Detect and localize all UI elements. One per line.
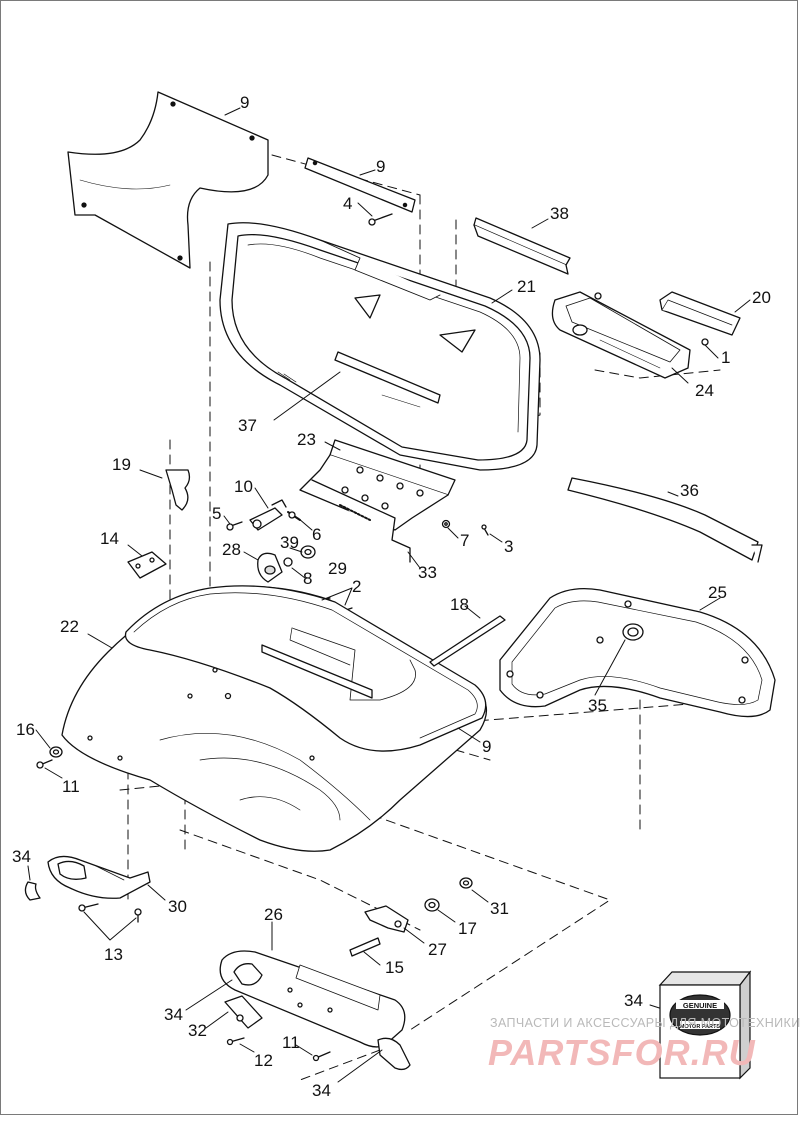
part-latch-30 [47, 855, 151, 899]
part-cap-20 [659, 291, 741, 336]
part-washer-16 [49, 746, 63, 758]
callout-30: 30 [168, 897, 187, 916]
callout-29: 29 [328, 559, 347, 578]
part-spring-17 [424, 898, 440, 912]
part-screw-11b [312, 1051, 331, 1062]
callout-21: 21 [517, 277, 536, 296]
callout-19: 19 [112, 455, 131, 474]
part-bag-22 [61, 585, 487, 852]
callout-34b: 34 [164, 1005, 183, 1024]
part-hinge-10 [249, 499, 287, 531]
callout-35: 35 [588, 696, 607, 715]
callout-31: 31 [490, 899, 509, 918]
part-bushing-29 [300, 545, 316, 559]
callout-2: 2 [352, 577, 361, 596]
callout-23: 23 [297, 430, 316, 449]
part-clip-34-left [24, 881, 41, 901]
callout-36: 36 [680, 481, 699, 500]
callout-5: 5 [212, 504, 221, 523]
callout-34c: 34 [312, 1081, 331, 1100]
part-strip-18 [429, 615, 506, 667]
part-clip-34-bottom [377, 1037, 411, 1071]
part-screws-13 [78, 903, 142, 923]
part-bolt-15 [349, 937, 381, 957]
callout-20: 20 [752, 288, 771, 307]
callout-1: 1 [721, 348, 730, 367]
part-screw-3 [481, 524, 489, 536]
part-washer-31 [459, 877, 473, 889]
part-clip-14 [127, 551, 167, 579]
callout-16: 16 [16, 720, 35, 739]
callout-6: 6 [312, 525, 321, 544]
callout-32: 32 [188, 1021, 207, 1040]
part-lid-21 [219, 222, 541, 471]
callout-34a: 34 [12, 847, 31, 866]
callout-27: 27 [428, 940, 447, 959]
part-spring-6 [287, 511, 301, 521]
part-bracket-23 [299, 439, 456, 563]
part-strip-37 [334, 351, 441, 404]
callout-14: 14 [100, 529, 119, 548]
part-plate-26 [219, 950, 406, 1048]
callout-38: 38 [550, 204, 569, 223]
part-gasket-19 [165, 469, 191, 511]
part-liner-top [67, 91, 269, 269]
leader-lines [27, 107, 751, 1083]
callout-9b: 9 [376, 157, 385, 176]
genuine-parts-box: GENUINE MOTOR PARTS [658, 970, 752, 1080]
callout-26: 26 [264, 905, 283, 924]
callout-24: 24 [695, 381, 714, 400]
callout-11a: 11 [62, 777, 80, 796]
callout-17: 17 [458, 919, 477, 938]
callout-11b: 11 [282, 1033, 300, 1052]
callout-18: 18 [450, 595, 469, 614]
callout-9c: 9 [482, 737, 491, 756]
callout-12: 12 [254, 1051, 273, 1070]
watermark-brand: PARTSFOR.RU [488, 1032, 756, 1073]
part-bracket-38 [473, 217, 571, 275]
part-weatherstrip-36 [567, 477, 763, 563]
watermark-subtitle: ЗАПЧАСТИ И АКСЕССУАРЫ ДЛЯ МОТОТЕХНИКИ [490, 1016, 800, 1030]
part-bracket-32 [224, 995, 263, 1029]
part-nut-8 [283, 557, 293, 567]
callout-22: 22 [60, 617, 79, 636]
callout-10: 10 [234, 477, 253, 496]
callout-34d: 34 [624, 991, 643, 1010]
callout-15: 15 [385, 958, 404, 977]
callout-39: 39 [280, 533, 299, 552]
callout-33: 33 [418, 563, 437, 582]
part-knob-28 [257, 552, 283, 583]
part-latch-27 [364, 905, 409, 933]
part-screw-12 [226, 1037, 245, 1046]
part-latch-housing-24 [551, 291, 691, 379]
callout-13: 13 [104, 945, 123, 964]
callout-7: 7 [460, 531, 469, 550]
box-label-genuine: GENUINE [683, 1001, 717, 1010]
callout-28: 28 [222, 540, 241, 559]
callout-labels: 9 9 4 38 21 20 1 24 37 23 36 19 10 5 6 7… [12, 93, 771, 1100]
part-strip-top [304, 157, 416, 213]
callout-25: 25 [708, 583, 727, 602]
part-panel-25 [499, 587, 776, 718]
part-screw-11a [36, 759, 53, 769]
part-screw-4 [368, 213, 393, 226]
callout-3: 3 [504, 537, 513, 556]
callout-37: 37 [238, 416, 257, 435]
callout-9a: 9 [240, 93, 249, 112]
callout-8: 8 [303, 569, 312, 588]
box-label-motor-parts: MOTOR PARTS [680, 1024, 720, 1030]
part-washer-7 [441, 519, 451, 529]
callout-4: 4 [343, 194, 352, 213]
